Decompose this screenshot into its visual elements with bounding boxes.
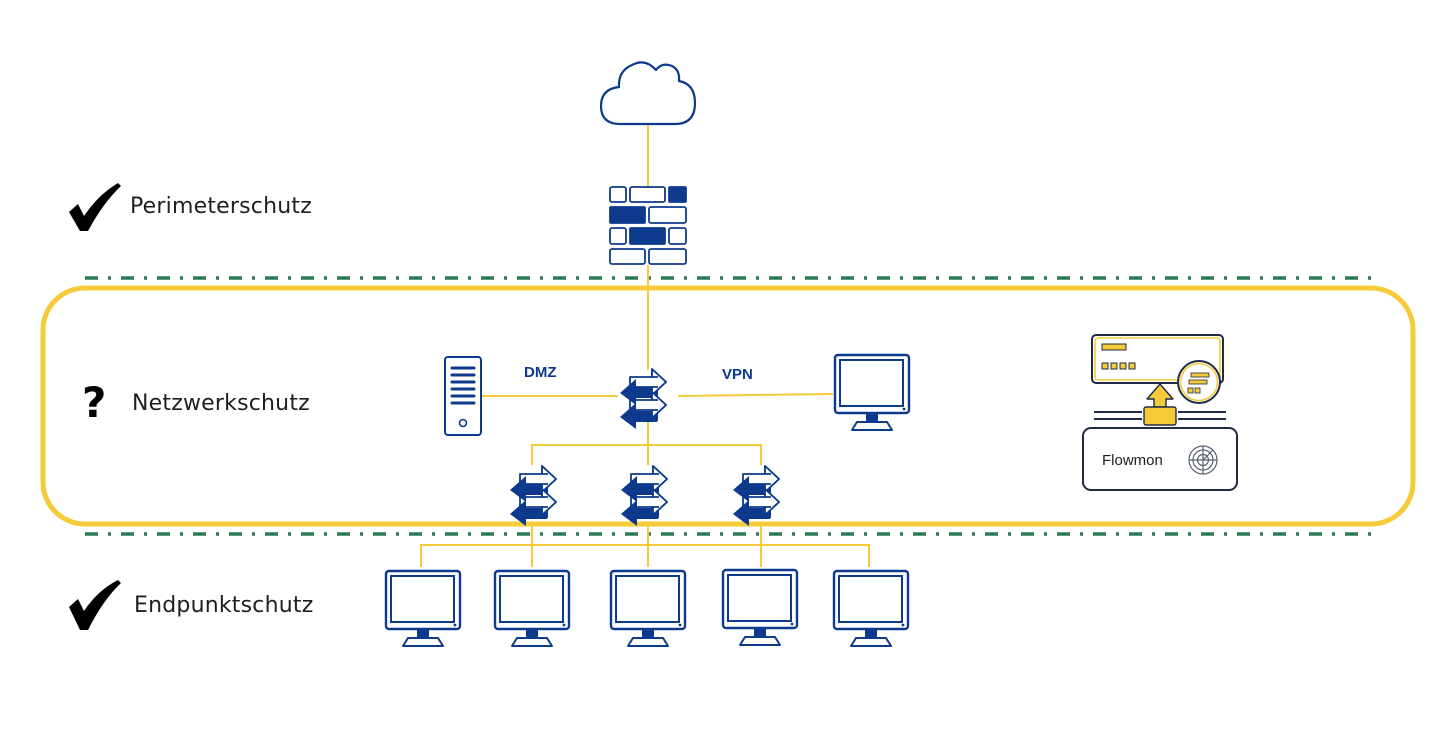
access-switch-icon [509,465,557,527]
connections [420,125,870,567]
flowmon-probe-icon [1082,334,1238,491]
radar-icon [1188,445,1218,475]
cloud-icon [599,61,697,126]
core-switch-icon [619,368,667,430]
question-icon: ? [82,378,107,427]
flowmon-label: Flowmon [1102,452,1163,469]
server-icon [444,356,482,436]
firewall-icon [609,186,687,265]
link-core-access-bus [531,444,762,465]
layer-label-endpoint: Endpunktschutz [134,593,314,618]
link-core-vpn [677,393,834,397]
vpn-monitor-icon [833,353,911,432]
endpoint-monitor-icon [493,569,571,648]
layer-label-perimeter: Perimeterschutz [130,194,312,219]
endpoint-monitor-icon [832,569,910,648]
check-icon [69,580,121,630]
vpn-label: VPN [722,366,753,383]
access-switch-icon [732,465,780,527]
endpoint-monitor-icon [384,569,462,648]
dmz-label: DMZ [524,364,557,381]
check-icon [69,183,121,231]
network-zone-frame [40,285,1416,527]
endpoint-monitor-icon [721,568,799,647]
access-switch-icon [620,465,668,527]
endpoint-monitor-icon [609,569,687,648]
link-endpoint-bus [420,544,870,567]
layer-label-network: Netzwerkschutz [132,391,310,416]
